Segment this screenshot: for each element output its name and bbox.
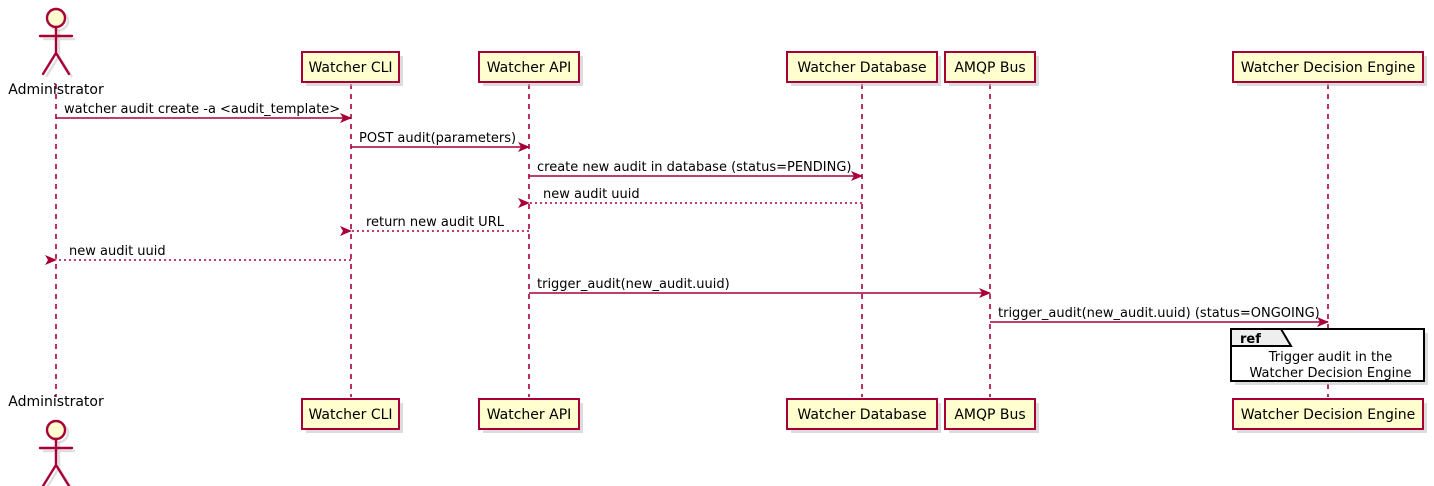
actor-body-icon [38,437,74,486]
message-4[interactable]: new audit uuid [518,187,862,208]
participant-box-watcher-cli-head[interactable]: Watcher CLI [301,51,403,86]
message-label-3: create new audit in database (status=PEN… [537,160,852,175]
box-rect [1232,398,1424,430]
message-5[interactable]: return new audit URL [340,215,529,236]
participant-box-amqp-bus-head[interactable]: AMQP Bus [944,51,1039,86]
ref-line-1: Watcher Decision Engine [1250,366,1412,381]
ref-line-0: Trigger audit in the [1268,350,1393,365]
box-rect [301,51,400,83]
box-rect [786,398,938,430]
messages-layer: watcher audit create -a <audit_template>… [45,102,1329,327]
actor-head-icon [45,419,67,441]
ref-keyword: ref [1240,332,1261,347]
participant-label-watcher-cli: Watcher CLI [308,407,392,423]
message-8[interactable]: trigger_audit(new_audit.uuid) (status=ON… [990,306,1329,327]
box-rect [478,398,580,430]
participant-label-watcher-database: Watcher Database [797,407,926,423]
message-1[interactable]: watcher audit create -a <audit_template> [56,102,352,123]
actor-label-administrator: Administrator [8,394,104,410]
actor-administrator-foot[interactable]: Administrator [8,394,104,486]
participant-box-watcher-cli-foot[interactable]: Watcher CLI [301,398,403,433]
ref-tab [1230,328,1293,347]
participant-box-watcher-api-head[interactable]: Watcher API [478,51,583,86]
actor-label-administrator: Administrator [8,82,104,98]
participant-label-watcher-database: Watcher Database [797,60,926,76]
message-label-4: new audit uuid [543,187,640,202]
participant-box-watcher-database-foot[interactable]: Watcher Database [786,398,941,433]
box-rect [786,51,938,83]
lifelines-layer [55,84,1329,397]
message-6[interactable]: new audit uuid [45,244,351,265]
participant-label-amqp-bus: AMQP Bus [954,407,1025,423]
actor-head-icon [45,7,67,29]
message-label-1: watcher audit create -a <audit_template> [64,102,340,117]
actor-administrator-head[interactable]: Administrator [8,7,104,98]
message-label-5: return new audit URL [366,215,505,230]
participant-label-watcher-decision-engine: Watcher Decision Engine [1241,60,1415,76]
participant-label-amqp-bus: AMQP Bus [954,60,1025,76]
message-7[interactable]: trigger_audit(new_audit.uuid) [529,277,991,298]
participant-label-watcher-api: Watcher API [487,60,572,76]
box-rect [301,398,400,430]
message-2[interactable]: POST audit(parameters) [351,131,530,152]
message-3[interactable]: create new audit in database (status=PEN… [529,160,863,181]
message-label-8: trigger_audit(new_audit.uuid) (status=ON… [998,306,1320,321]
message-label-6: new audit uuid [69,244,166,259]
box-rect [944,398,1036,430]
participant-box-watcher-database-head[interactable]: Watcher Database [786,51,941,86]
actor-body-icon [38,25,74,76]
participant-box-amqp-bus-foot[interactable]: AMQP Bus [944,398,1039,433]
box-rect [478,51,580,83]
participant-label-watcher-api: Watcher API [487,407,572,423]
message-label-7: trigger_audit(new_audit.uuid) [537,277,730,292]
message-label-2: POST audit(parameters) [359,131,516,146]
participant-box-watcher-api-foot[interactable]: Watcher API [478,398,583,433]
participant-label-watcher-decision-engine: Watcher Decision Engine [1241,407,1415,423]
box-rect [1232,51,1424,83]
participant-box-watcher-decision-engine-foot[interactable]: Watcher Decision Engine [1232,398,1427,433]
participant-box-watcher-decision-engine-head[interactable]: Watcher Decision Engine [1232,51,1427,86]
box-rect [944,51,1036,83]
participant-label-watcher-cli: Watcher CLI [308,60,392,76]
